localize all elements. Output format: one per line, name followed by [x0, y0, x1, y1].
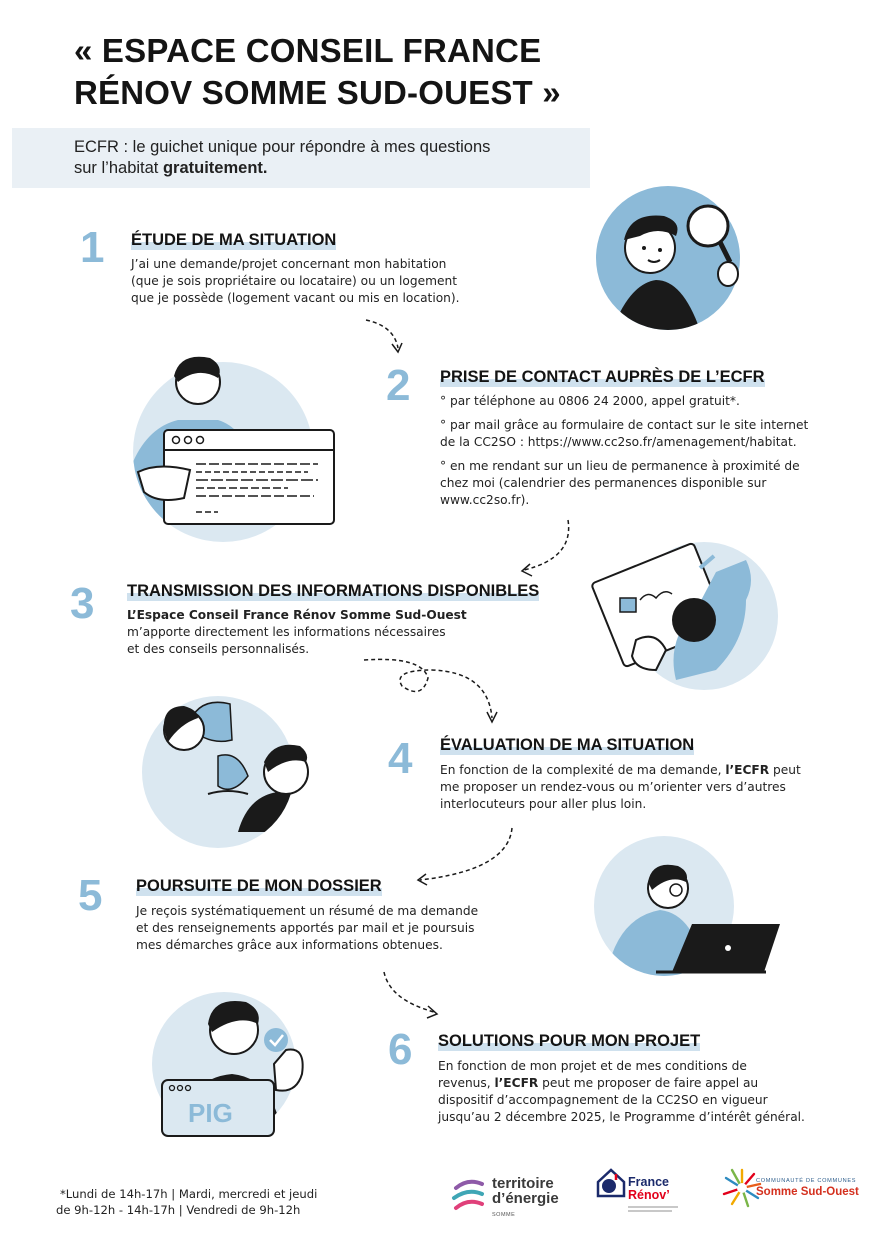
intro-bold: gratuitement. — [162, 159, 268, 177]
step-3-text: L’Espace Conseil France Rénov Somme Sud-… — [127, 607, 467, 658]
step-4-number: 4 — [388, 734, 413, 783]
step-3-heading: TRANSMISSION DES INFORMATIONS DISPONIBLE… — [127, 582, 540, 601]
step-4-heading: ÉVALUATION DE MA SITUATION — [440, 736, 695, 755]
step-6-heading: SOLUTIONS POUR MON PROJET — [438, 1032, 701, 1051]
laptop-person-illustration — [594, 836, 780, 976]
dashed-arrow-3 — [363, 658, 498, 724]
step-1-text: J’ai une demande/projet concernant mon h… — [131, 256, 460, 307]
step-1-number: 1 — [80, 223, 105, 272]
page-title: « ESPACE CONSEIL FRANCE RÉNOV SOMME SUD-… — [74, 30, 634, 114]
fr-logo-tagline-bar — [628, 1210, 672, 1212]
step-2-item-mail: ° par mail grâce au formulaire de contac… — [440, 417, 808, 451]
territoire-energie-logo: territoire d’énergie SOMME — [452, 1172, 572, 1224]
step-5-line: et des renseignements apportés par mail … — [136, 921, 475, 935]
intro-line2: sur l’habitat — [74, 159, 163, 177]
fr-logo-tagline-bar — [628, 1206, 678, 1208]
footnote-line: *Lundi de 14h-17h | Mardi, mercredi et j… — [60, 1187, 318, 1201]
step-5-heading: POURSUITE DE MON DOSSIER — [136, 877, 382, 896]
step-1-line: (que je sois propriétaire ou locataire) … — [131, 274, 457, 288]
step-2-heading: PRISE DE CONTACT AUPRÈS DE L’ECFR — [440, 368, 765, 387]
page-title-line1: « ESPACE CONSEIL FRANCE — [74, 32, 542, 69]
drawing-person-illustration — [591, 542, 778, 690]
step-2-line: ° par téléphone au 0806 24 2000, appel g… — [440, 394, 740, 408]
step-2-line: ° en me rendant sur un lieu de permanenc… — [440, 459, 800, 473]
footnote-hours: *Lundi de 14h-17h | Mardi, mercredi et j… — [56, 1186, 317, 1218]
exchange-people-illustration — [142, 696, 309, 848]
fr-logo-line2: Rénov’ — [628, 1188, 670, 1202]
step-4-line: me proposer un rendez-vous ou m’orienter… — [440, 780, 786, 794]
pig-person-illustration: PIG — [152, 992, 304, 1137]
step-3-line-bold: L’Espace Conseil France Rénov Somme Sud-… — [127, 608, 467, 622]
page-title-line2: RÉNOV SOMME SUD-OUEST » — [74, 74, 561, 111]
step-6-text: En fonction de mon projet et de mes cond… — [438, 1058, 805, 1126]
step-2-number: 2 — [386, 361, 411, 410]
step-6-line: peut me proposer de faire appel au — [538, 1076, 759, 1090]
step-3-number: 3 — [70, 579, 95, 628]
cc2so-logo-line2: Somme Sud-Ouest — [756, 1186, 859, 1198]
document-person-illustration — [133, 356, 335, 542]
te-logo-sub: SOMME — [492, 1212, 516, 1218]
dashed-arrow-5 — [383, 971, 439, 1019]
step-4-line: interlocuteurs pour aller plus loin. — [440, 797, 647, 811]
step-2-line: chez moi (calendrier des permanences dis… — [440, 476, 767, 490]
step-6-line: jusqu’au 2 décembre 2025, le Programme d… — [438, 1110, 805, 1124]
step-3-line: et des conseils personnalisés. — [127, 642, 310, 656]
footnote-line: de 9h-12h - 14h-17h | Vendredi de 9h-12h — [56, 1203, 301, 1217]
te-logo-line1: territoire — [492, 1175, 554, 1192]
intro-text: ECFR : le guichet unique pour répondre à… — [74, 137, 490, 179]
dashed-arrow-1 — [365, 319, 403, 354]
step-2-text: ° par téléphone au 0806 24 2000, appel g… — [440, 393, 808, 516]
pig-label: PIG — [188, 1098, 233, 1128]
step-6-bold: l’ECFR — [494, 1076, 539, 1090]
step-1-line: que je possède (logement vacant ou mis e… — [131, 291, 460, 305]
step-1-line: J’ai une demande/projet concernant mon h… — [131, 257, 447, 271]
magnifier-person-illustration — [596, 186, 740, 330]
step-5-line: mes démarches grâce aux informations obt… — [136, 938, 443, 952]
step-6-line: revenus, — [438, 1076, 495, 1090]
step-6-line: dispositif d’accompagnement de la CC2SO … — [438, 1093, 768, 1107]
france-renov-house-icon — [596, 1168, 626, 1198]
step-2-line: www.cc2so.fr). — [440, 493, 530, 507]
dashed-arrow-2 — [520, 519, 570, 577]
step-4-bold: l’ECFR — [725, 763, 770, 777]
step-1-heading: ÉTUDE DE MA SITUATION — [131, 231, 337, 250]
step-2-item-phone: ° par téléphone au 0806 24 2000, appel g… — [440, 393, 808, 410]
intro-box: ECFR : le guichet unique pour répondre à… — [12, 128, 590, 188]
step-5-line: Je reçois systématiquement un résumé de … — [136, 904, 479, 918]
step-3-line: m’apporte directement les informations n… — [127, 625, 446, 639]
step-2-line: ° par mail grâce au formulaire de contac… — [440, 418, 809, 432]
territoire-energie-icon — [452, 1179, 484, 1210]
step-6-number: 6 — [388, 1025, 413, 1074]
cc2so-logo-line1: COMMUNAUTÉ DE COMMUNES — [756, 1178, 857, 1184]
step-2-item-visit: ° en me rendant sur un lieu de permanenc… — [440, 458, 808, 509]
intro-line1: ECFR : le guichet unique pour répondre à… — [74, 138, 491, 156]
cc2so-logo: COMMUNAUTÉ DE COMMUNES Somme Sud-Ouest — [722, 1166, 867, 1216]
step-2-line: de la CC2SO : https://www.cc2so.fr/amena… — [440, 435, 797, 449]
te-logo-line2: d’énergie — [492, 1190, 559, 1207]
step-6-line: En fonction de mon projet et de mes cond… — [438, 1059, 747, 1073]
fr-logo-line1: France — [628, 1175, 669, 1189]
dashed-arrow-4 — [416, 827, 513, 886]
france-renov-logo: France Rénov’ — [594, 1166, 686, 1222]
step-4-line: peut — [769, 763, 801, 777]
step-5-text: Je reçois systématiquement un résumé de … — [136, 903, 478, 954]
step-4-text: En fonction de la complexité de ma deman… — [440, 762, 801, 813]
step-4-line: En fonction de la complexité de ma deman… — [440, 763, 726, 777]
cc2so-sun-icon — [722, 1168, 762, 1208]
step-5-number: 5 — [78, 871, 103, 920]
